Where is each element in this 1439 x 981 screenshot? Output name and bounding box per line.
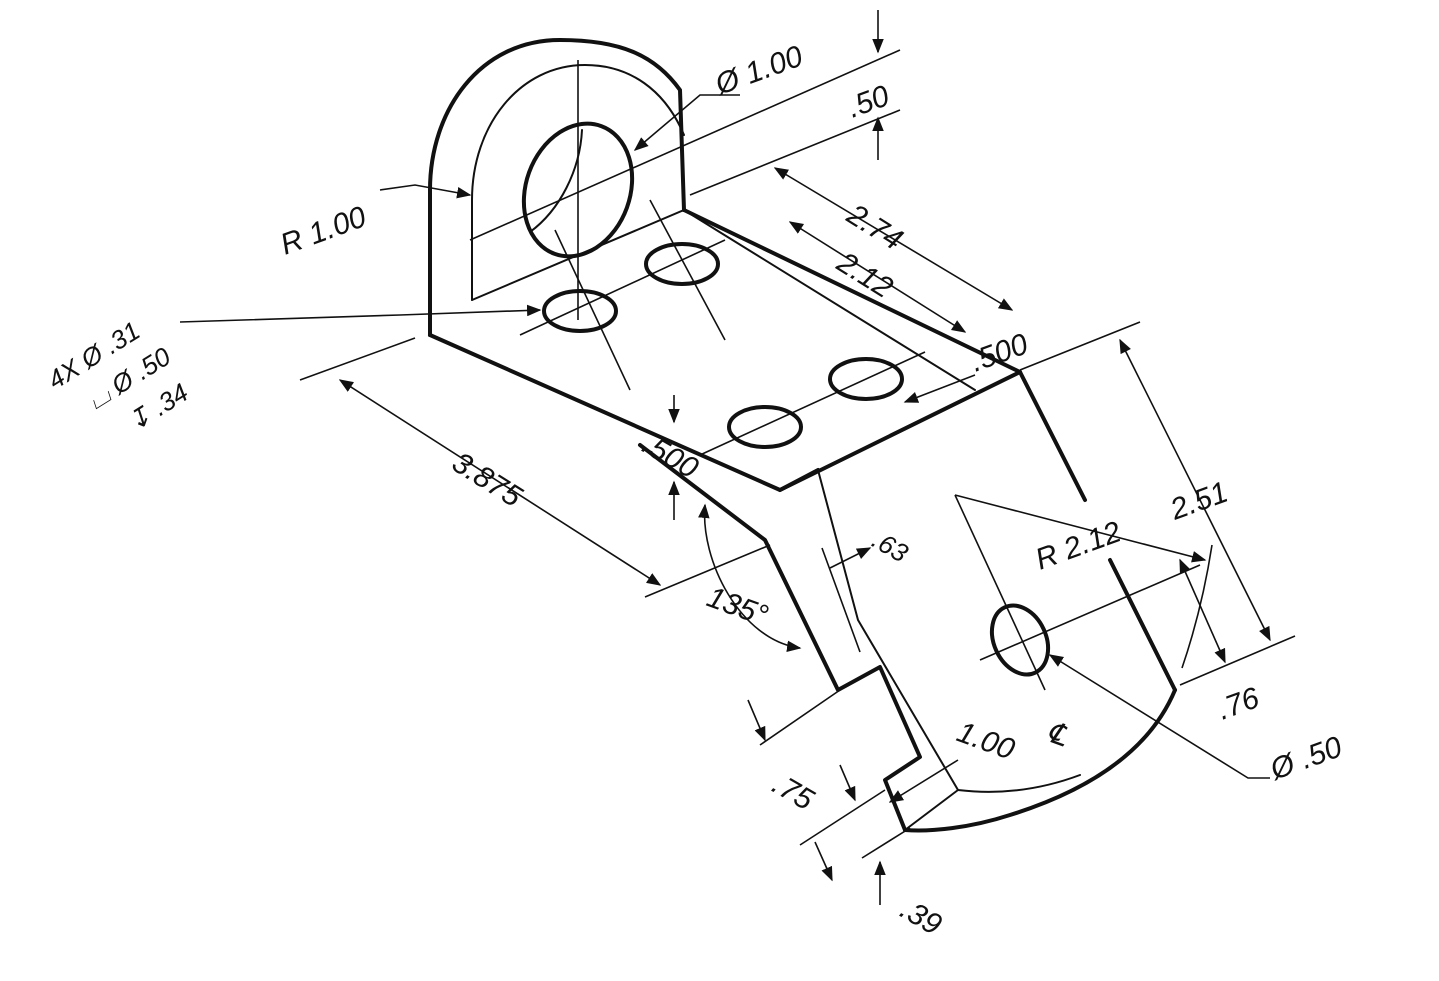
large-hole (521, 121, 635, 259)
label-dim-63: .63 (867, 524, 914, 568)
part-outline (428, 38, 1177, 833)
right-plate-lower-face (904, 789, 959, 831)
large-hole-inner (529, 129, 583, 233)
dimension-lines (179, 10, 1296, 905)
holes (521, 121, 1051, 677)
label-radius-top: R 1.00 (276, 200, 371, 261)
label-length-3875: 3.875 (446, 446, 527, 514)
label-thickness-500-mid: .500 (637, 427, 704, 485)
cbore-hole-3 (727, 405, 803, 449)
label-hole-diameter: Ø 1.00 (710, 40, 807, 102)
label-dim-76: .76 (1213, 681, 1264, 726)
label-dim-75: .75 (767, 767, 820, 817)
dimension-labels: Ø 1.00 .50 R 1.00 2.74 2.12 4X Ø .31 ⌴ Ø… (42, 40, 1346, 942)
label-dim-100: 1.00 (953, 716, 1019, 767)
label-thickness-500-right: .500 (966, 327, 1032, 378)
label-centerline: ℄ (1043, 716, 1073, 754)
lug-inner-arc (471, 63, 685, 301)
small-hole (989, 603, 1051, 677)
base-front-thickness (778, 468, 820, 492)
label-height-251: 2.51 (1165, 476, 1232, 527)
lug-front-face (428, 38, 686, 337)
base-left-edge (428, 333, 1022, 492)
cbore-hole-1 (542, 289, 618, 333)
bend-inner-edge (817, 469, 959, 791)
right-plate-inner-line (957, 774, 1081, 793)
right-plate-bottom-arc (903, 688, 1177, 833)
label-top-offset: .50 (843, 79, 894, 124)
cbore-hole-2 (644, 242, 720, 286)
cbore-hole-4 (828, 357, 904, 401)
label-small-hole: Ø .50 (1265, 730, 1346, 787)
label-angle: 135° (703, 581, 773, 633)
center-lines (469, 49, 1201, 691)
label-dim-39: .39 (895, 892, 948, 942)
right-plate-top (1018, 370, 1087, 502)
bend-front-edge (428, 333, 922, 832)
